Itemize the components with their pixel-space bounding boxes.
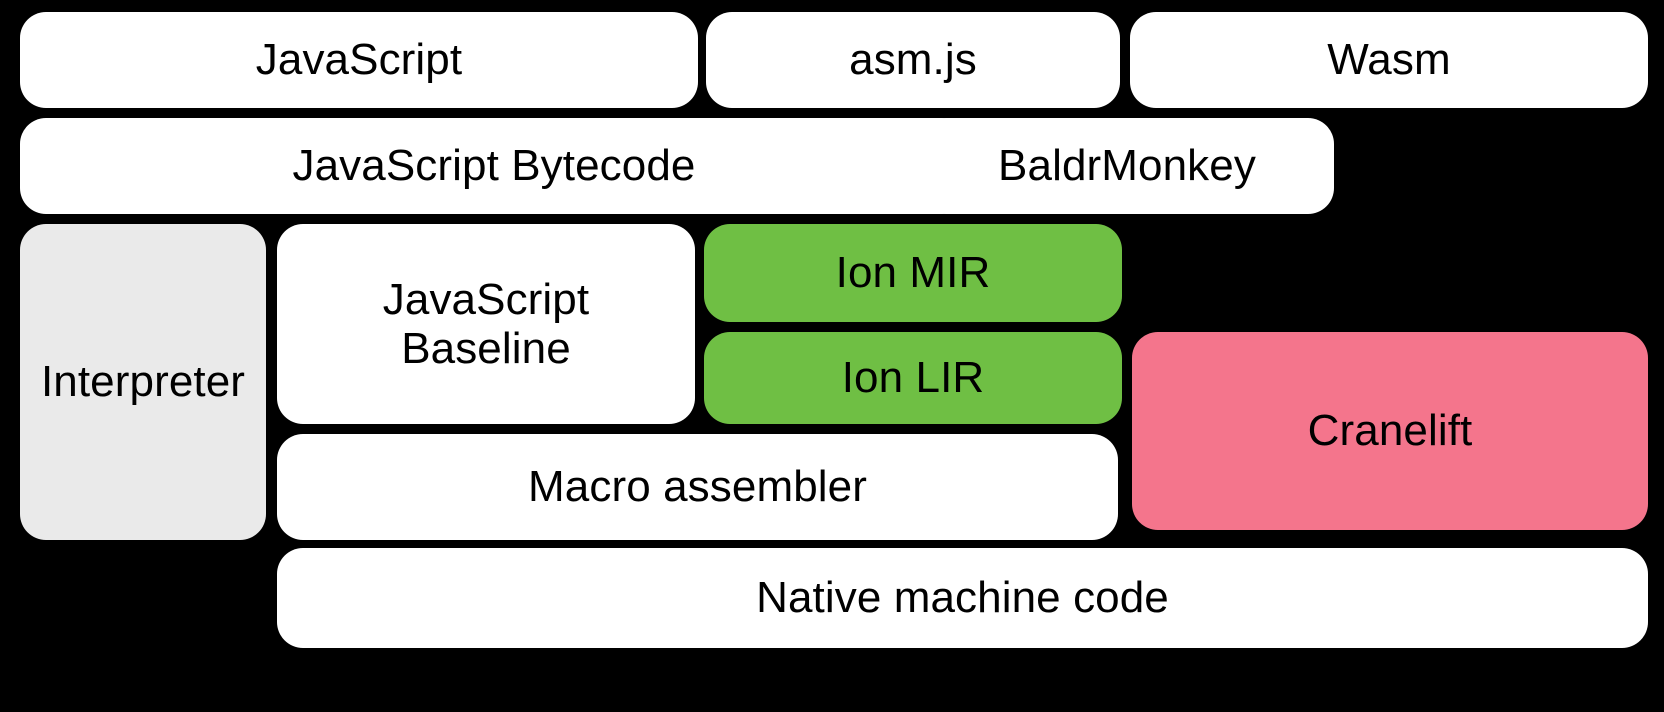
node-wasm-label: Wasm (1327, 35, 1451, 85)
node-ion-lir-label: Ion LIR (841, 353, 985, 403)
node-baldrmonkey-label: BaldrMonkey (998, 141, 1256, 191)
node-cranelift[interactable]: Cranelift (1132, 332, 1648, 530)
node-asm-js-label: asm.js (849, 35, 977, 85)
node-native-machine-code-label: Native machine code (756, 573, 1169, 623)
node-ion-mir[interactable]: Ion MIR (704, 224, 1122, 322)
node-native-machine-code[interactable]: Native machine code (277, 548, 1648, 648)
node-asm-js[interactable]: asm.js (706, 12, 1120, 108)
node-javascript-label: JavaScript (255, 35, 463, 85)
node-cranelift-label: Cranelift (1307, 406, 1473, 456)
node-javascript-bytecode[interactable]: JavaScript Bytecode (20, 118, 968, 214)
node-javascript-baseline[interactable]: JavaScript Baseline (277, 224, 695, 424)
node-javascript-bytecode-label: JavaScript Bytecode (292, 141, 696, 191)
node-ion-mir-label: Ion MIR (835, 248, 991, 298)
node-interpreter[interactable]: Interpreter (20, 224, 266, 540)
node-ion-lir[interactable]: Ion LIR (704, 332, 1122, 424)
node-baldrmonkey[interactable]: BaldrMonkey (920, 118, 1334, 214)
node-wasm[interactable]: Wasm (1130, 12, 1648, 108)
node-interpreter-label: Interpreter (40, 357, 246, 407)
node-javascript-baseline-label: JavaScript Baseline (382, 274, 590, 373)
node-macro-assembler-label: Macro assembler (528, 462, 867, 512)
node-javascript[interactable]: JavaScript (20, 12, 698, 108)
node-macro-assembler[interactable]: Macro assembler (277, 434, 1118, 540)
